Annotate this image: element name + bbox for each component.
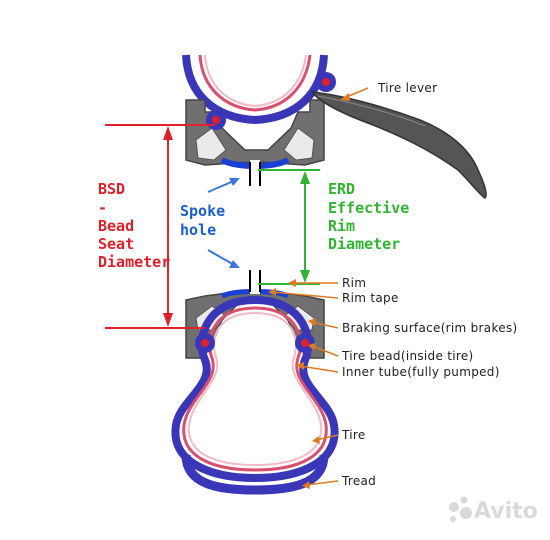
bsd-label-line-2: -: [98, 199, 107, 217]
spoke-hole-arrows: [207, 178, 240, 268]
erd-label-line-1: ERD: [328, 180, 355, 198]
bsd-label-line-4: Seat: [98, 235, 134, 253]
bottom-tire-beads: [195, 333, 315, 353]
bsd-label-line-1: BSD: [98, 180, 125, 198]
label-inner-tube: Inner tube(fully pumped): [342, 365, 500, 379]
label-tire-lever: Tire lever: [377, 81, 437, 95]
top-rim: [185, 99, 325, 186]
label-tire-bead: Tire bead(inside tire): [341, 349, 474, 363]
erd-label-line-3: Rim: [328, 217, 355, 235]
watermark-text: Avito: [474, 499, 538, 524]
avito-watermark: Avito: [449, 496, 538, 524]
bsd-label-line-5: Diameter: [98, 253, 170, 271]
erd-label-line-2: Effective: [328, 199, 409, 217]
bsd-label-line-3: Bead: [98, 217, 134, 235]
spoke-label-line-2: hole: [180, 221, 216, 239]
label-tread: Tread: [341, 474, 376, 488]
label-tire: Tire: [341, 428, 366, 442]
leader-arrowheads: [268, 93, 350, 489]
erd-label-line-4: Diameter: [328, 235, 400, 253]
top-tire-section: [182, 54, 328, 125]
label-braking-surface: Braking surface(rim brakes): [342, 321, 518, 335]
erd-dimension: [258, 169, 320, 285]
spoke-label-line-1: Spoke: [180, 202, 225, 220]
label-rim-tape: Rim tape: [342, 291, 399, 305]
bottom-tire: [171, 295, 339, 495]
label-rim: Rim: [342, 276, 366, 290]
bsd-dimension: [105, 124, 215, 329]
tire-lever: [310, 91, 487, 199]
